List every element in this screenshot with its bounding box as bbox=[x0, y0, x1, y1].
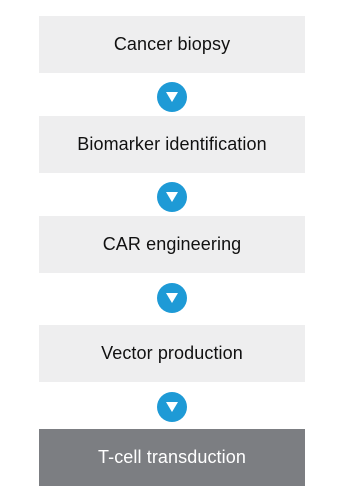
step-label: Cancer biopsy bbox=[113, 34, 231, 54]
chevron-down-icon bbox=[157, 392, 187, 422]
chevron-down-icon bbox=[157, 82, 187, 112]
step-vector-production: Vector production bbox=[39, 325, 305, 382]
step-cancer-biopsy: Cancer biopsy bbox=[39, 16, 305, 73]
step-label: T-cell transduction bbox=[98, 447, 246, 467]
step-car-engineering: CAR engineering bbox=[39, 216, 305, 273]
step-label: CAR engineering bbox=[102, 234, 242, 254]
chevron-down-icon bbox=[157, 182, 187, 212]
step-t-cell-transduction: T-cell transduction bbox=[39, 429, 305, 486]
step-label: Vector production bbox=[101, 343, 243, 363]
step-biomarker-identification: Biomarker identification bbox=[39, 116, 305, 173]
chevron-down-icon bbox=[157, 283, 187, 313]
step-label: Biomarker identification bbox=[77, 134, 267, 154]
